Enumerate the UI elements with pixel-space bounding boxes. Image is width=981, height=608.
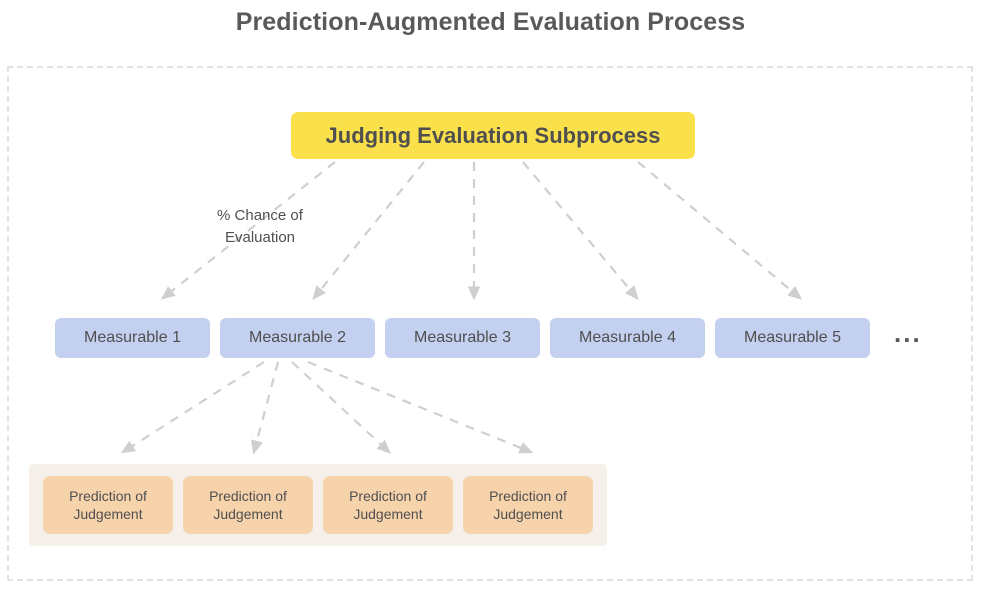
measurable-label: Measurable 1 [84, 329, 181, 346]
process-boundary-frame [7, 66, 973, 581]
measurable-node-4[interactable]: Measurable 4 [550, 318, 705, 358]
subprocess-label: Judging Evaluation Subprocess [325, 122, 661, 148]
subprocess-node[interactable]: Judging Evaluation Subprocess [291, 112, 695, 159]
measurable-node-2[interactable]: Measurable 2 [220, 318, 375, 358]
measurable-node-5[interactable]: Measurable 5 [715, 318, 870, 358]
measurable-row: Measurable 1 Measurable 2 Measurable 3 M… [55, 318, 922, 358]
measurable-label: Measurable 5 [744, 329, 841, 346]
measurable-label: Measurable 3 [414, 329, 511, 346]
measurable-node-3[interactable]: Measurable 3 [385, 318, 540, 358]
measurable-label: Measurable 4 [579, 329, 676, 346]
measurable-label: Measurable 2 [249, 329, 346, 346]
measurable-node-1[interactable]: Measurable 1 [55, 318, 210, 358]
measurable-ellipsis: ... [894, 318, 922, 348]
page-title: Prediction-Augmented Evaluation Process [235, 8, 746, 36]
